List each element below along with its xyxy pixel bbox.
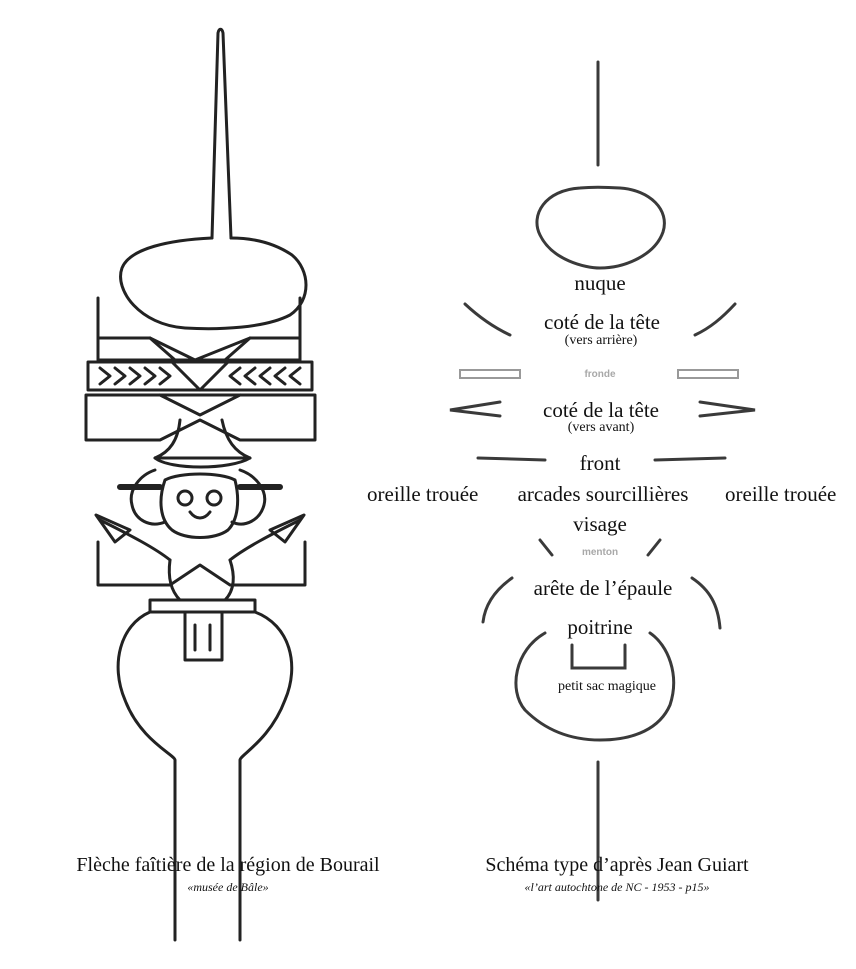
head-bulb [537, 187, 664, 268]
caption-left-title: Flèche faîtière de la région de Bourail [76, 854, 379, 877]
label-menton: menton [582, 547, 618, 558]
label-fronde: fronde [584, 369, 615, 380]
sling-right [678, 370, 738, 378]
chin-bracket-right [648, 540, 660, 555]
shoulder-arc-right [692, 578, 720, 628]
side-arrow-left [450, 402, 500, 416]
front-line-right [655, 458, 725, 460]
label-cote-tete-arriere: coté de la tête [544, 310, 660, 335]
chin-bracket-left [540, 540, 552, 555]
side-arrow-right [700, 402, 755, 416]
front-line-left [478, 458, 545, 460]
label-poitrine: poitrine [567, 615, 632, 640]
nape-bracket-right [695, 304, 735, 335]
sac-bracket [572, 645, 625, 668]
label-nuque: nuque [574, 271, 625, 296]
nape-bracket-left [465, 304, 510, 335]
label-arcades: arcades sourcillières [518, 482, 689, 507]
label-vers-avant: (vers avant) [568, 420, 634, 436]
label-front: front [580, 451, 621, 476]
label-arete-epaule: arête de l’épaule [534, 576, 673, 601]
label-oreille-droite: oreille trouée [725, 482, 836, 507]
label-visage: visage [573, 512, 627, 537]
shoulder-arc-left [483, 578, 512, 622]
label-vers-arriere: (vers arrière) [565, 333, 638, 349]
sling-left [460, 370, 520, 378]
label-oreille-gauche: oreille trouée [367, 482, 478, 507]
caption-right-title: Schéma type d’après Jean Guiart [485, 854, 748, 877]
label-petit-sac: petit sac magique [558, 679, 656, 695]
caption-left-source: «musée de Bâle» [187, 880, 268, 895]
caption-right-source: «l’art autochtone de NC - 1953 - p15» [525, 880, 710, 895]
